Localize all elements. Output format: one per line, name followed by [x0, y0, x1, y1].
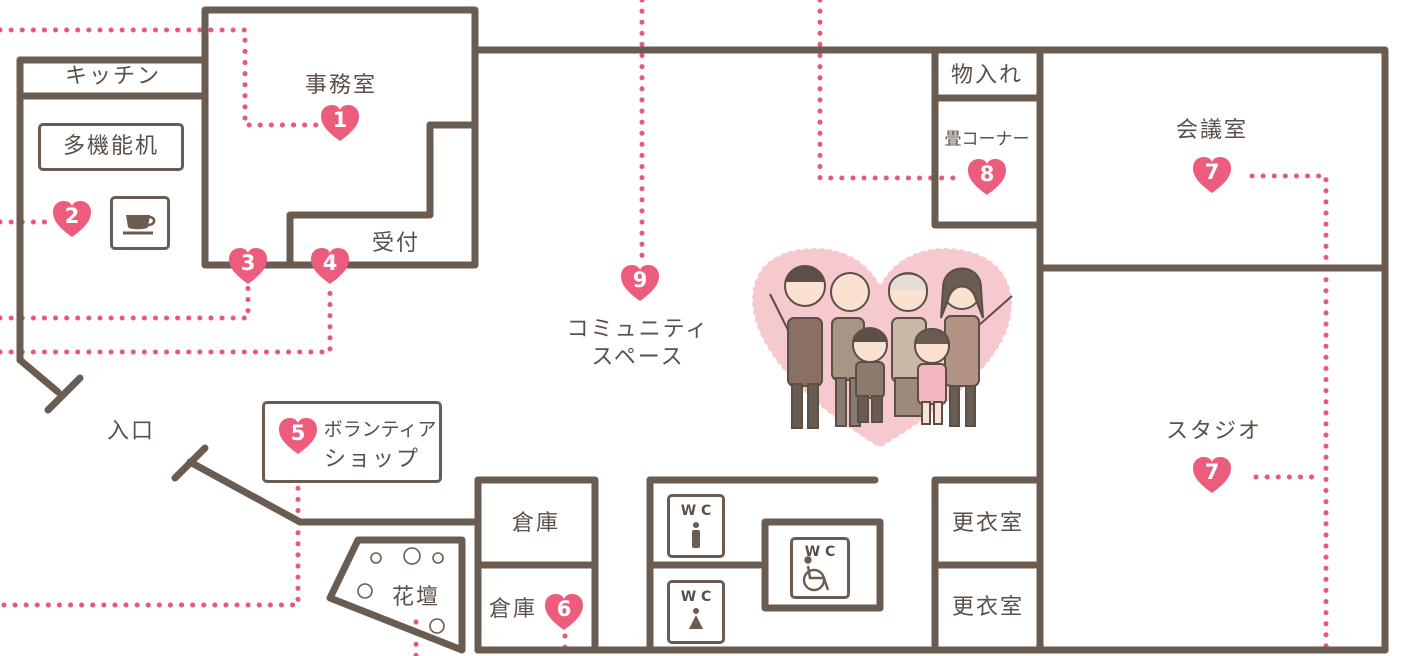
heart-pin-icon: [279, 418, 317, 454]
heart-pin-icon: [545, 594, 583, 630]
womens-wc-label: W C: [680, 589, 712, 605]
accessible-wc-sign: W C: [790, 537, 850, 599]
pin-6-number: 6: [556, 597, 572, 621]
multi-desk-box: [38, 123, 184, 171]
pin-5-number: 5: [290, 421, 306, 445]
community-label-1: コミュニティ: [566, 317, 710, 342]
flower-icon: [357, 547, 445, 634]
entrance-label: 入口: [106, 419, 156, 444]
heart-pin-icon: [968, 159, 1006, 195]
storeroom-label-a: 倉庫: [511, 511, 561, 536]
pin-4-number: 4: [322, 251, 338, 275]
community-label-2: スペース: [591, 345, 685, 370]
pin-8-number: 8: [979, 162, 995, 186]
pin-1-number: 1: [332, 108, 348, 132]
pin-7-meeting[interactable]: 7: [1192, 156, 1232, 196]
volunteer-shop-box: [262, 401, 442, 483]
storage-closet-label: 物入れ: [950, 63, 1024, 88]
coffee-cup-icon: [110, 196, 170, 250]
pin-3-number: 3: [240, 251, 256, 275]
meeting-room-label: 会議室: [1175, 118, 1249, 143]
heart-pin-icon: [53, 201, 91, 237]
mens-wc-sign: W C: [667, 494, 725, 558]
changing-room-label-a: 更衣室: [951, 511, 1025, 536]
pin-9[interactable]: 9: [620, 264, 660, 304]
pin-3[interactable]: 3: [228, 247, 268, 287]
pin-6[interactable]: 6: [544, 593, 584, 633]
changing-room-label-b: 更衣室: [951, 595, 1025, 620]
volunteer-label-1: ボランティア: [323, 418, 437, 441]
pin-2[interactable]: 2: [52, 200, 92, 240]
pin-7a-number: 7: [1204, 160, 1220, 184]
heart-pin-icon: [321, 105, 359, 141]
heart-pin-icon: [621, 265, 659, 301]
kitchen-label: キッチン: [64, 64, 162, 89]
heart-pin-icon: [311, 248, 349, 284]
pin-4[interactable]: 4: [310, 247, 350, 287]
womens-wc-sign: W C: [667, 580, 725, 644]
pin-7-studio[interactable]: 7: [1192, 456, 1232, 496]
pin-2-number: 2: [64, 204, 80, 228]
storeroom-label-b: 倉庫: [488, 597, 538, 622]
pin-9-number: 9: [632, 268, 648, 292]
pin-1[interactable]: 1: [320, 104, 360, 144]
office-label: 事務室: [304, 73, 378, 98]
mens-wc-label: W C: [680, 503, 712, 519]
heart-pin-icon: [1193, 157, 1231, 193]
family-illustration: [769, 265, 1013, 429]
walls: [16, 6, 1389, 654]
accessible-wc-label: W C: [804, 544, 836, 560]
heart-pin-icon: [1193, 457, 1231, 493]
tatami-label: 畳コーナー: [944, 129, 1030, 150]
pin-5[interactable]: 5: [278, 417, 318, 457]
reception-label: 受付: [371, 231, 421, 256]
studio-label: スタジオ: [1165, 419, 1263, 444]
wheelchair-icon: [802, 556, 830, 592]
flowerbed-label: 花壇: [391, 585, 441, 610]
route-lines: [0, 0, 1329, 656]
heart-pin-icon: [229, 248, 267, 284]
pin-7b-number: 7: [1204, 460, 1220, 484]
multi-desk-label: 多機能机: [62, 134, 160, 159]
pin-8[interactable]: 8: [967, 158, 1007, 198]
volunteer-label-2: ショップ: [323, 447, 421, 472]
